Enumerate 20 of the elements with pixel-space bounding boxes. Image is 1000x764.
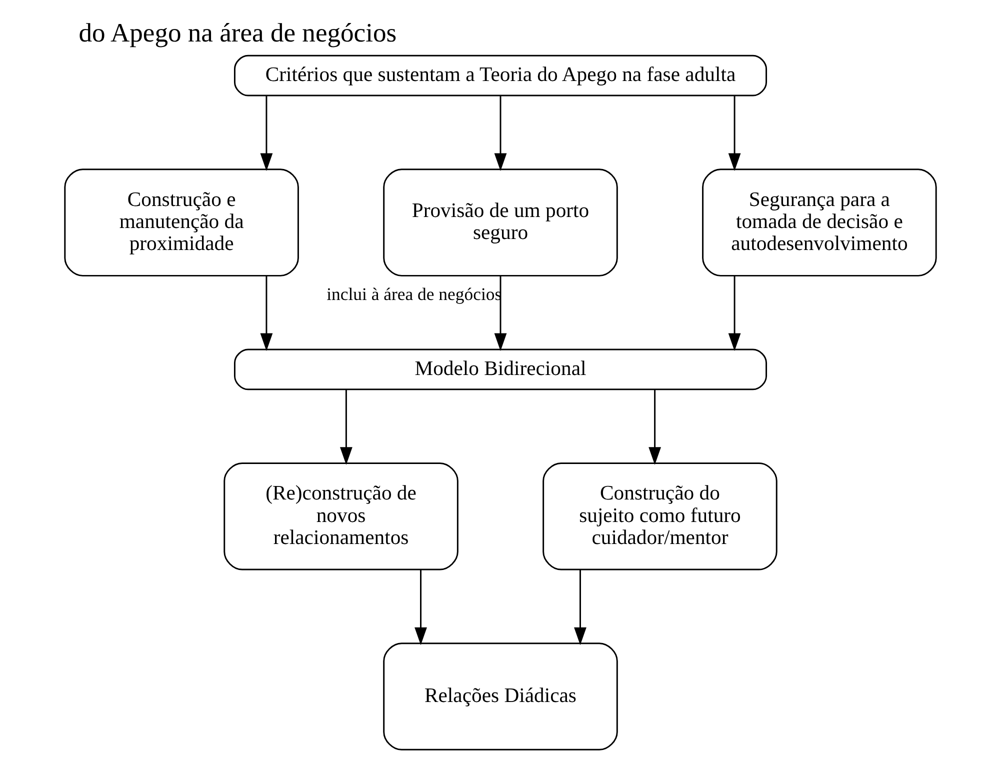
arrow — [494, 276, 506, 352]
arrow — [728, 276, 740, 352]
node-box: Provisão de um porto seguro — [382, 168, 618, 276]
edge-label: inclui à área de negócios — [326, 284, 502, 304]
arrow — [574, 570, 586, 646]
node-box: Modelo Bidirecional — [233, 348, 767, 390]
node-box: Critérios que sustentam a Teoria do Apego na fase adulta — [233, 54, 767, 96]
node-box: (Re)construção de novos relacionamentos — [223, 462, 458, 570]
node-box: Segurança para a tomada de decisão e autodesenvolvimento — [702, 168, 936, 276]
arrow — [260, 276, 272, 352]
arrow — [414, 570, 426, 646]
node-box: Construção do sujeito como futuro cuidador/mentor — [542, 462, 777, 570]
node-box: Construção e manutenção da proximidade — [64, 168, 298, 276]
arrow — [728, 96, 740, 171]
diagram-title: do Apego na área de negócios — [78, 18, 396, 48]
arrow — [260, 96, 272, 171]
node-box: Relações Diádicas — [382, 642, 618, 750]
arrow — [648, 390, 660, 465]
arrow — [494, 96, 506, 171]
arrow — [340, 390, 352, 465]
